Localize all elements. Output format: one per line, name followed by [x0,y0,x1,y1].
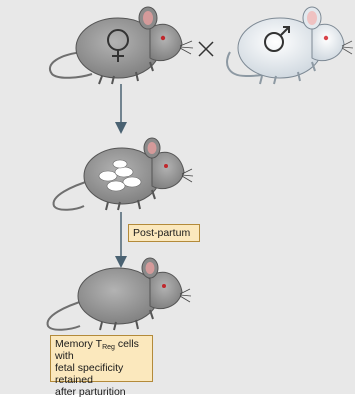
postpartum-mouse [48,258,191,330]
father-mouse [227,7,353,84]
cross-symbol-icon [199,42,213,56]
memory-label-line-2: fetal specificity retained [55,362,148,386]
memory-treg-label: Memory TReg cells with fetal specificity… [50,335,153,382]
pregnant-mouse [54,138,193,210]
treg-subscript: Reg [102,344,115,351]
memory-label-line-1: Memory TReg cells with [55,338,148,362]
postpartum-label-text: Post-partum [133,227,190,239]
mother-mouse [50,7,193,84]
memory-label-line-3: after parturition [55,386,148,398]
memory-label-prefix: Memory T [55,338,102,350]
postpartum-label: Post-partum [128,224,200,242]
